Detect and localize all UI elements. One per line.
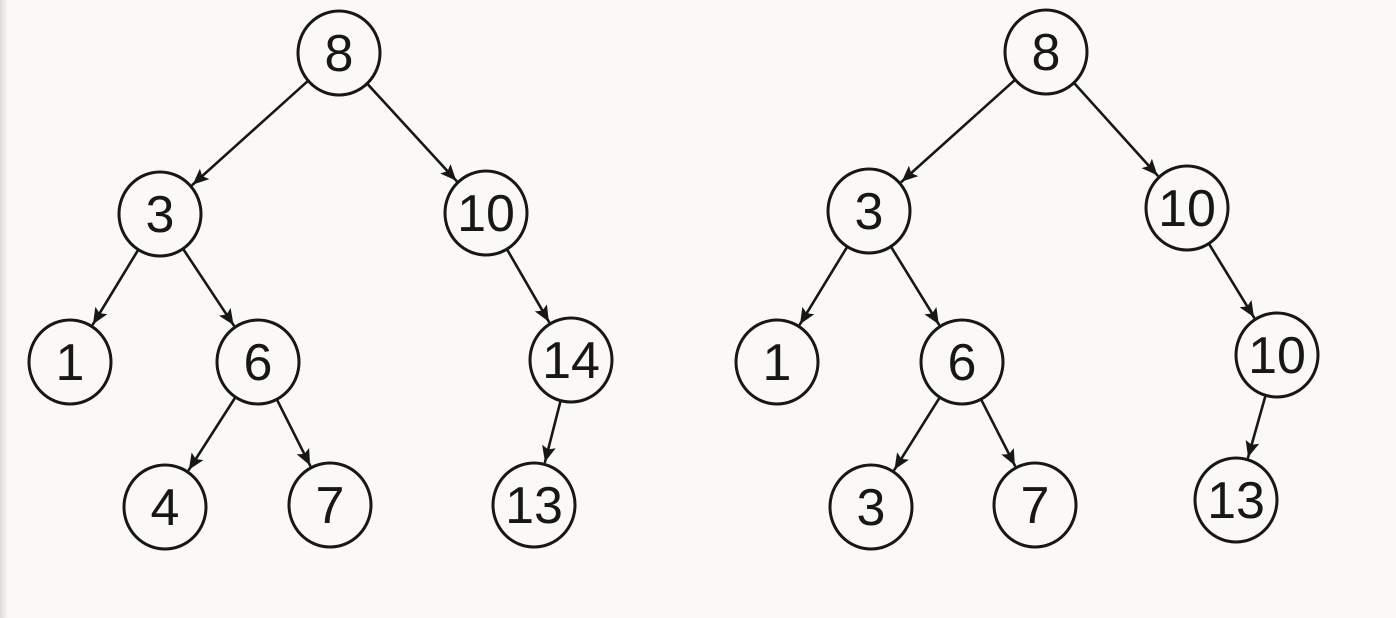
- left-binary-tree-node-14: [528, 316, 614, 404]
- right-binary-tree-edge-3u-1: [798, 246, 848, 326]
- left-binary-tree-node-6: [215, 318, 301, 406]
- left-binary-tree-edge-14-13: [542, 400, 562, 464]
- left-binary-tree-node-4: [122, 463, 208, 551]
- left-binary-tree-node-10: [443, 169, 529, 257]
- right-binary-tree-node-8: [1003, 8, 1089, 96]
- left-binary-tree-node-8: [296, 9, 382, 97]
- right-binary-tree-edge-10u-10r: [1208, 243, 1256, 319]
- left-binary-tree-node-3: [117, 170, 203, 258]
- right-binary-tree-node-7: [992, 461, 1078, 549]
- left-binary-tree-node-1-label: 1: [56, 334, 85, 392]
- left-binary-tree-node-4-label: 4: [151, 479, 180, 537]
- left-binary-tree-edge-3-1: [91, 249, 139, 326]
- left-binary-tree-edge-8-10: [366, 83, 458, 182]
- right-binary-tree-node-3l: [828, 463, 914, 551]
- right-binary-tree-node-13: [1193, 456, 1279, 544]
- right-binary-tree-node-10u: [1144, 164, 1230, 252]
- right-binary-tree: 8 3 10 1 6 10 3 7 13: [734, 8, 1320, 551]
- right-binary-tree-node-3l-label: 3: [857, 479, 886, 537]
- left-binary-tree-node-8-label: 8: [325, 25, 354, 83]
- left-binary-tree-node-1: [27, 318, 113, 406]
- right-binary-tree-node-7-label: 7: [1021, 477, 1050, 535]
- right-binary-tree-edge-8-3u: [900, 79, 1016, 183]
- left-binary-tree-edge-3-6: [182, 248, 235, 327]
- right-binary-tree-edge-6-7: [980, 399, 1017, 467]
- right-binary-tree-node-6: [919, 318, 1005, 406]
- left-binary-tree-node-13: [491, 461, 577, 549]
- right-binary-tree-node-1: [734, 318, 820, 406]
- right-binary-tree-node-10u-label: 10: [1158, 180, 1216, 238]
- right-binary-tree-node-3u: [826, 167, 912, 255]
- right-binary-tree-node-10r: [1234, 311, 1320, 399]
- right-binary-tree-edge-3u-6: [890, 246, 941, 326]
- left-binary-tree-node-10-label: 10: [457, 185, 515, 243]
- right-binary-tree-edge-6-3l: [893, 397, 941, 471]
- left-binary-tree-edge-6-4: [187, 397, 236, 472]
- left-binary-tree-node-13-label: 13: [505, 477, 563, 535]
- left-binary-tree-node-7: [287, 461, 373, 549]
- right-binary-tree-node-1-label: 1: [763, 334, 792, 392]
- right-binary-tree-node-13-label: 13: [1207, 472, 1265, 530]
- left-binary-tree: 8 3 10 1 6 14 4 7 13: [27, 9, 614, 551]
- left-binary-tree-node-3-label: 3: [146, 186, 175, 244]
- right-binary-tree-node-3u-label: 3: [855, 183, 884, 241]
- left-binary-tree-node-14-label: 14: [542, 332, 600, 390]
- right-binary-tree-node-6-label: 6: [948, 334, 977, 392]
- left-binary-tree-edge-10-14: [506, 249, 551, 323]
- right-binary-tree-node-8-label: 8: [1032, 24, 1061, 82]
- left-binary-tree-node-7-label: 7: [316, 477, 345, 535]
- right-binary-tree-edge-10r-13: [1245, 395, 1267, 459]
- right-binary-tree-edge-8-10u: [1073, 82, 1159, 177]
- left-binary-tree-node-6-label: 6: [244, 334, 273, 392]
- left-binary-tree-edge-6-7: [276, 399, 312, 467]
- right-binary-tree-node-10r-label: 10: [1248, 327, 1306, 385]
- left-binary-tree-edge-8-3: [191, 80, 309, 186]
